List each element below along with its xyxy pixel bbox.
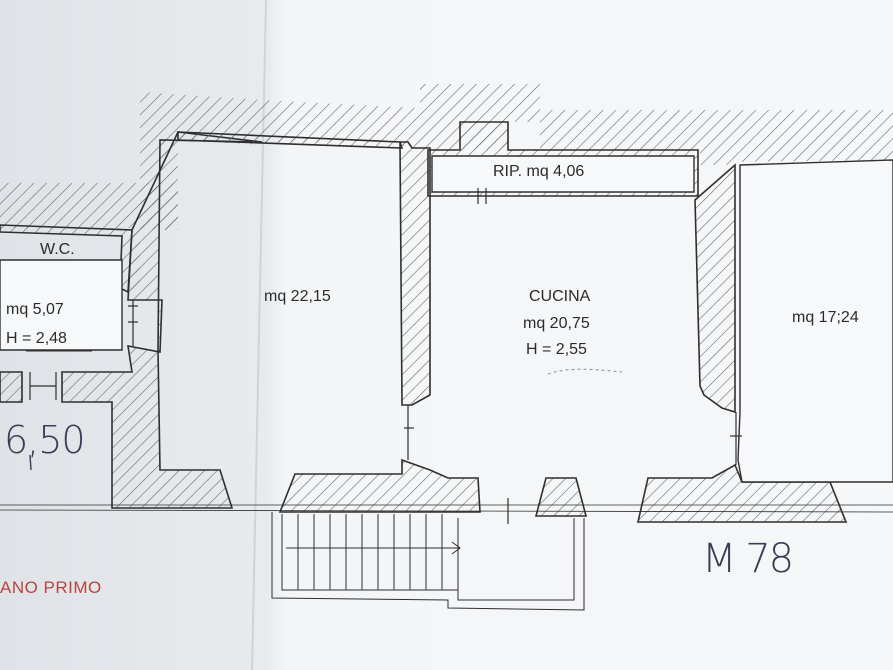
kitchen-area: mq 20,75 bbox=[523, 315, 590, 332]
kitchen-name: CUCINA bbox=[529, 288, 591, 305]
door-markers bbox=[0, 188, 893, 524]
kitchen-height: H = 2,55 bbox=[526, 341, 587, 358]
room-floors bbox=[0, 155, 893, 483]
ripostiglio-label: RIP. mq 4,06 bbox=[493, 163, 585, 180]
room-right-floor bbox=[737, 159, 893, 483]
room-right-area: mq 17;24 bbox=[792, 309, 859, 326]
handwritten-note: M 78 bbox=[702, 536, 794, 582]
room-left-area: mq 22,15 bbox=[264, 288, 331, 305]
wc-area: mq 5,07 bbox=[6, 301, 64, 318]
smudge bbox=[547, 368, 623, 375]
wc-name: W.C. bbox=[40, 241, 75, 258]
staircase bbox=[271, 512, 585, 611]
wc-height: H = 2,48 bbox=[6, 330, 67, 347]
ripostiglio-floor bbox=[431, 155, 695, 193]
dimension-pen-mark bbox=[29, 454, 32, 471]
room-wc-floor bbox=[0, 259, 123, 351]
handwritten-dimension: 6,50 bbox=[4, 418, 86, 462]
floor-label: ANO PRIMO bbox=[0, 578, 102, 597]
